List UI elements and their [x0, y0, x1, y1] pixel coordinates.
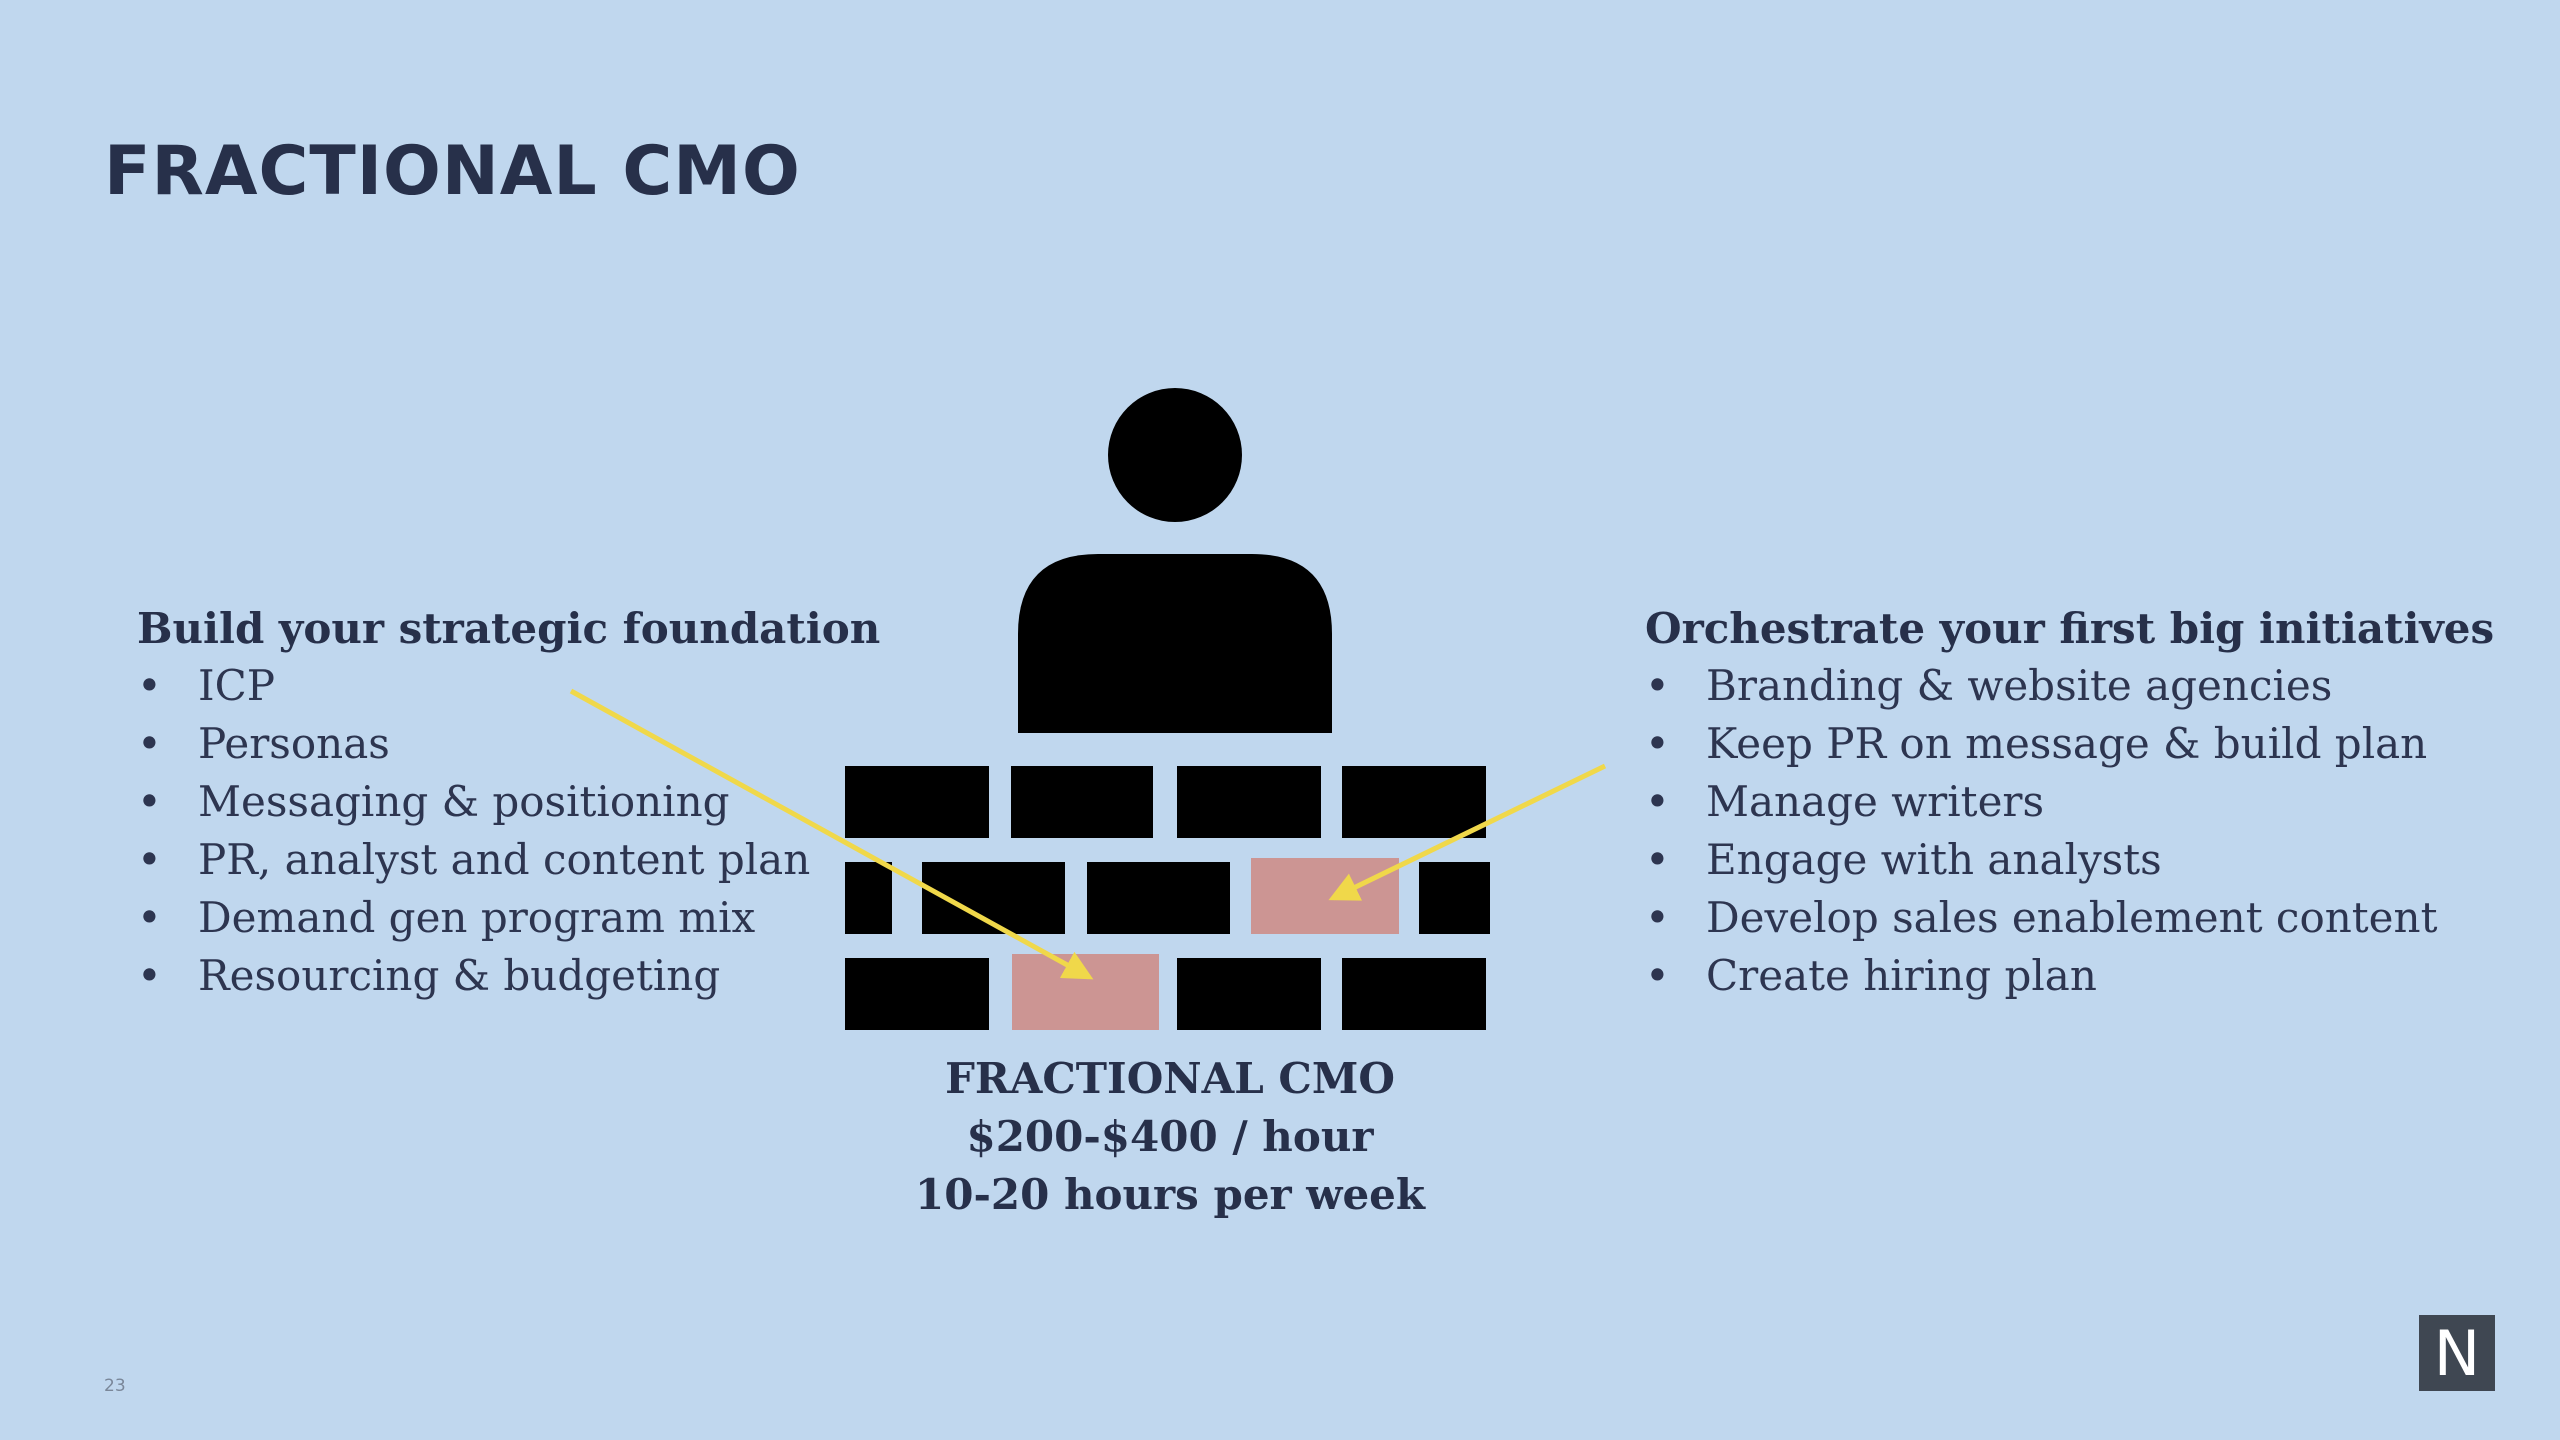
list-item: •ICP — [137, 661, 275, 710]
highlight-brick-left — [1012, 954, 1159, 1030]
caption-rate: $200-$400 / hour — [966, 1112, 1374, 1161]
brick — [845, 862, 892, 934]
brick — [1177, 958, 1321, 1030]
list-item: •Keep PR on message & build plan — [1645, 719, 2428, 768]
arrow-left — [569, 688, 1094, 980]
brick — [1342, 958, 1486, 1030]
list-item: •Branding & website agencies — [1645, 661, 2333, 710]
brick — [1419, 862, 1490, 934]
strategic-foundation-section: Build your strategic foundation •ICP •Pe… — [137, 604, 880, 1005]
brick — [1011, 766, 1153, 838]
brick — [845, 766, 989, 838]
caption-hours: 10-20 hours per week — [915, 1170, 1425, 1219]
illustration-caption: FRACTIONAL CMO $200-$400 / hour 10-20 ho… — [770, 1050, 1570, 1224]
highlight-brick-right — [1251, 858, 1399, 934]
brick-wall — [845, 766, 1490, 1030]
brick — [1087, 862, 1230, 934]
brand-logo: N — [2419, 1315, 2495, 1391]
list-item: •Engage with analysts — [1645, 835, 2162, 884]
page-number: 23 — [104, 1376, 126, 1396]
section-heading: Build your strategic foundation — [137, 604, 881, 653]
slide-title: FRACTIONAL CMO — [104, 132, 801, 211]
list-item: •Resourcing & budgeting — [137, 951, 721, 1000]
list-item: •Personas — [137, 719, 390, 768]
section-heading: Orchestrate your first big initiatives — [1645, 604, 2495, 653]
list-item: •Create hiring plan — [1645, 951, 2097, 1000]
brick — [1177, 766, 1321, 838]
list-item: •PR, analyst and content plan — [137, 835, 811, 884]
arrow-right — [1328, 763, 1607, 901]
initiatives-section: Orchestrate your first big initiatives •… — [1645, 604, 2494, 1005]
brick — [1342, 766, 1486, 838]
brick — [845, 958, 989, 1030]
caption-role: FRACTIONAL CMO — [945, 1054, 1395, 1103]
list-item: •Develop sales enablement content — [1645, 893, 2438, 942]
person-body — [1018, 554, 1332, 733]
list-item: •Messaging & positioning — [137, 777, 730, 826]
list-item: •Manage writers — [1645, 777, 2045, 826]
person-head — [1108, 388, 1242, 522]
list-item: •Demand gen program mix — [137, 893, 756, 942]
